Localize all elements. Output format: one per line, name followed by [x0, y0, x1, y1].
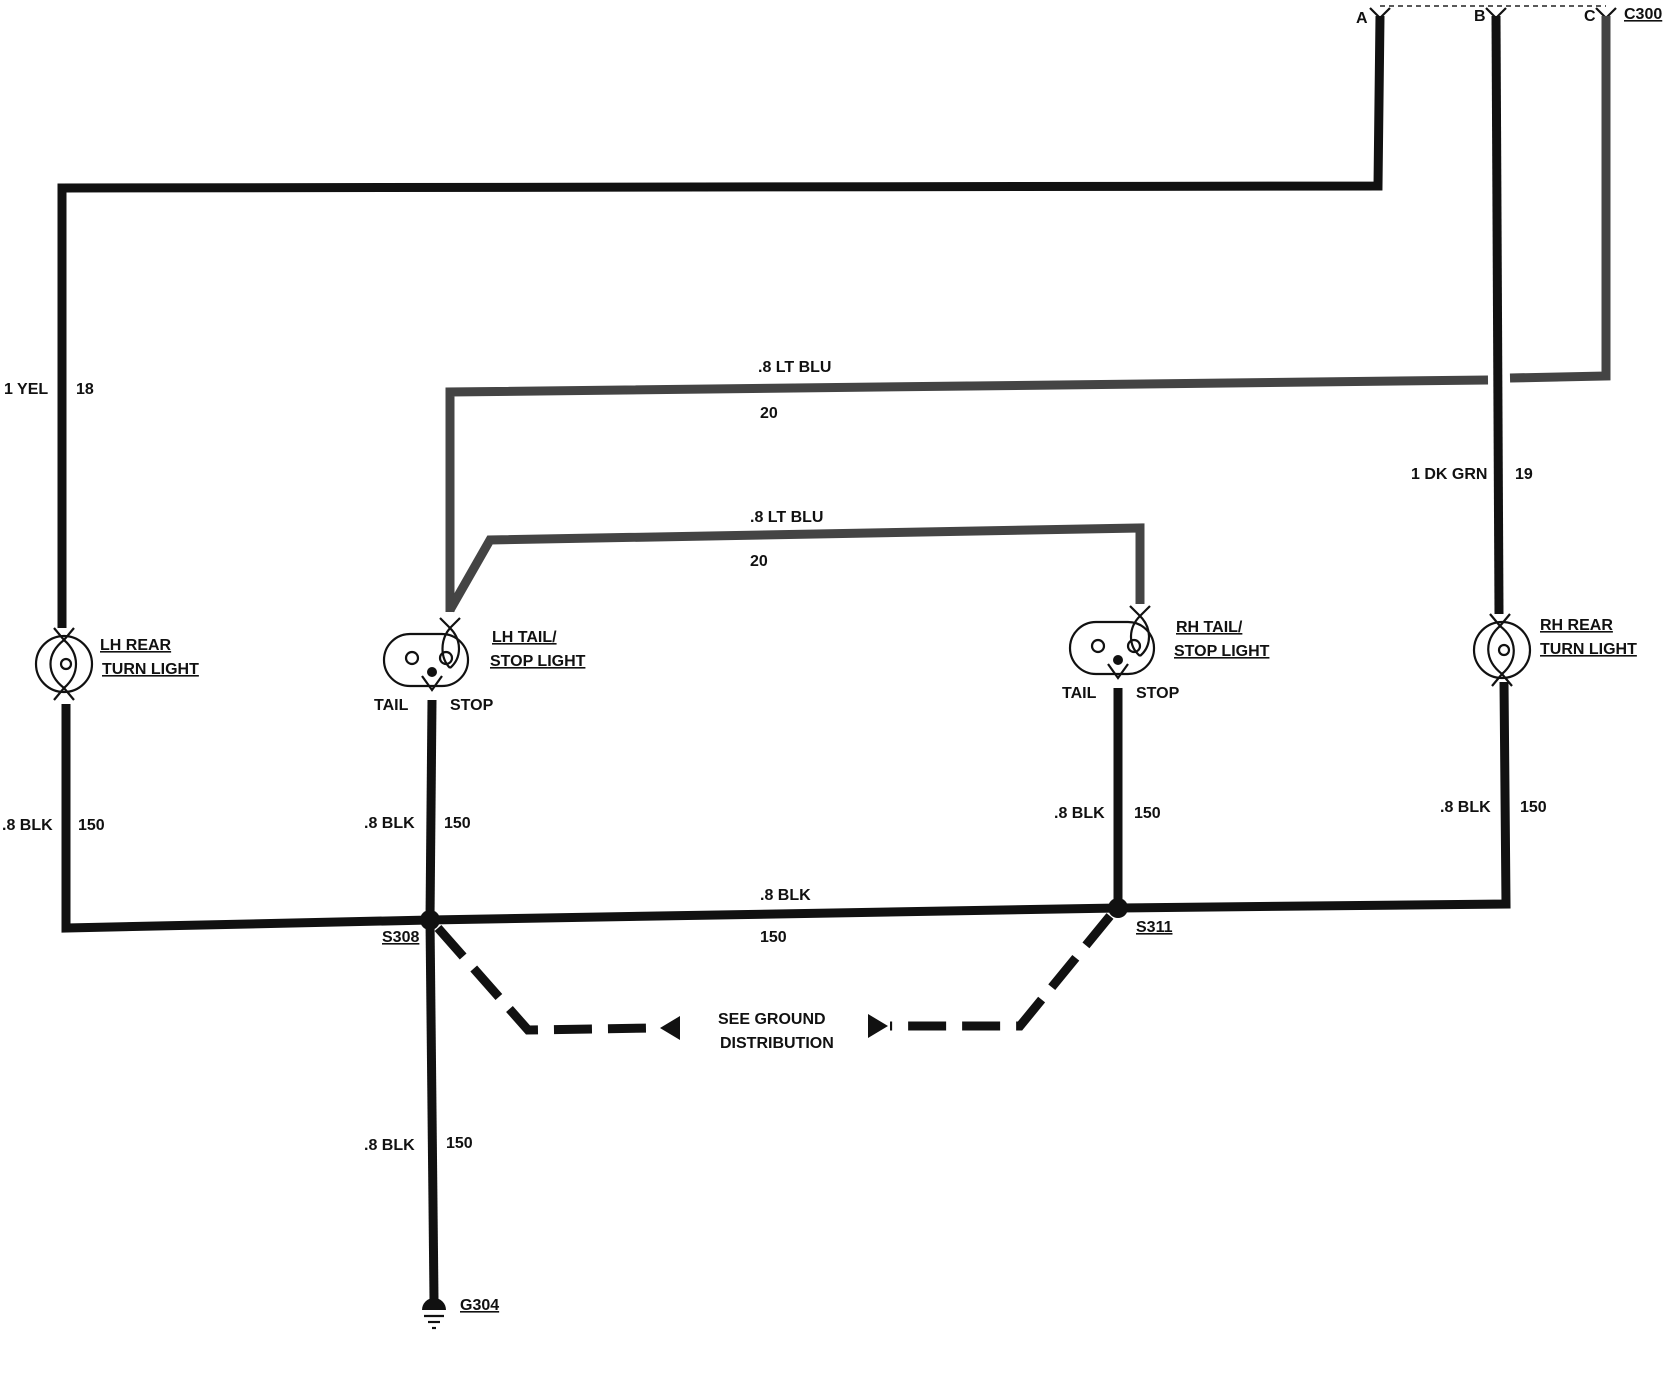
pin-a-label: A — [1356, 10, 1368, 27]
wire-lt-blue-upper — [1509, 16, 1611, 383]
ground-g304-label: G304 — [460, 1297, 499, 1314]
wire-blk-lh-turn — [61, 704, 431, 933]
rh-rear-turn-light — [1472, 613, 1532, 687]
wire-blk-rh-tail-circuit: 150 — [1134, 805, 1161, 822]
connector-c300: A B C C300 — [1356, 5, 1662, 27]
wire-blk-lh-tail-color: .8 BLK — [364, 815, 415, 832]
ground-dist-right-arrow — [868, 1014, 888, 1038]
wire-yellow-color: 1 YEL — [4, 381, 48, 398]
wire-blk-lh-tail-circuit: 150 — [444, 815, 471, 832]
wire-dk-green — [1491, 15, 1504, 615]
wire-lt-blue-upper-span — [445, 375, 1489, 612]
lh-tail-pin-tail: TAIL — [374, 697, 409, 714]
lh-tail-stop-light — [382, 617, 470, 692]
wire-blk-lh-turn-color: .8 BLK — [2, 817, 53, 834]
ground-note-line2: DISTRIBUTION — [720, 1035, 834, 1052]
wire-blk-rh-turn — [1117, 681, 1511, 913]
rh-turn-label-1: RH REAR — [1540, 617, 1613, 634]
wire-blk-lh-tail — [425, 699, 437, 921]
wire-blk-rh-tail-color: .8 BLK — [1054, 805, 1105, 822]
wire-blk-ground — [425, 919, 439, 1301]
wire-blk-bus-color: .8 BLK — [760, 887, 811, 904]
wire-yellow — [57, 15, 1385, 628]
ground-dist-left-arrow — [660, 1016, 680, 1040]
ground-dist-right — [890, 913, 1114, 1031]
rh-turn-label-2: TURN LIGHT — [1540, 641, 1637, 658]
wire-lt-blue-lower — [446, 523, 1145, 613]
wire-blk-bus — [429, 903, 1119, 925]
pin-b-label: B — [1474, 8, 1486, 25]
lh-turn-label-1: LH REAR — [100, 637, 172, 654]
lh-turn-label-2: TURN LIGHT — [102, 661, 199, 678]
rh-tail-pin-stop: STOP — [1136, 685, 1180, 702]
lh-tail-label-2: STOP LIGHT — [490, 653, 586, 670]
wire-ltblu-lower-circuit: 20 — [750, 553, 768, 570]
wire-blk-lh-turn-circuit: 150 — [78, 817, 105, 834]
connector-name: C300 — [1624, 6, 1662, 23]
wire-dkgrn-circuit: 19 — [1515, 466, 1533, 483]
lh-rear-turn-light — [34, 627, 94, 701]
rh-tail-label-2: STOP LIGHT — [1174, 643, 1270, 660]
wire-ltblu-lower-color: .8 LT BLU — [750, 509, 823, 526]
wire-blk-bus-circuit: 150 — [760, 929, 787, 946]
splice-s311 — [1108, 898, 1128, 918]
rh-tail-pin-tail: TAIL — [1062, 685, 1097, 702]
pin-c-label: C — [1584, 8, 1596, 25]
wire-blk-ground-circuit: 150 — [446, 1135, 473, 1152]
wire-ltblu-upper-color: .8 LT BLU — [758, 359, 831, 376]
wire-ltblu-upper-circuit: 20 — [760, 405, 778, 422]
wire-blk-rh-turn-color: .8 BLK — [1440, 799, 1491, 816]
wire-blk-rh-turn-circuit: 150 — [1520, 799, 1547, 816]
rh-tail-stop-light — [1068, 605, 1156, 680]
wire-yellow-circuit: 18 — [76, 381, 94, 398]
ground-dist-left — [434, 925, 653, 1035]
ground-note-line1: SEE GROUND — [718, 1011, 826, 1028]
ground-g304-icon — [422, 1298, 446, 1330]
lh-tail-label-1: LH TAIL/ — [492, 629, 557, 646]
wire-dkgrn-color: 1 DK GRN — [1411, 466, 1487, 483]
wire-blk-ground-color: .8 BLK — [364, 1137, 415, 1154]
splice-s311-label: S311 — [1136, 919, 1173, 936]
lh-tail-pin-stop: STOP — [450, 697, 494, 714]
splice-s308-label: S308 — [382, 929, 419, 946]
rh-tail-label-1: RH TAIL/ — [1176, 619, 1243, 636]
